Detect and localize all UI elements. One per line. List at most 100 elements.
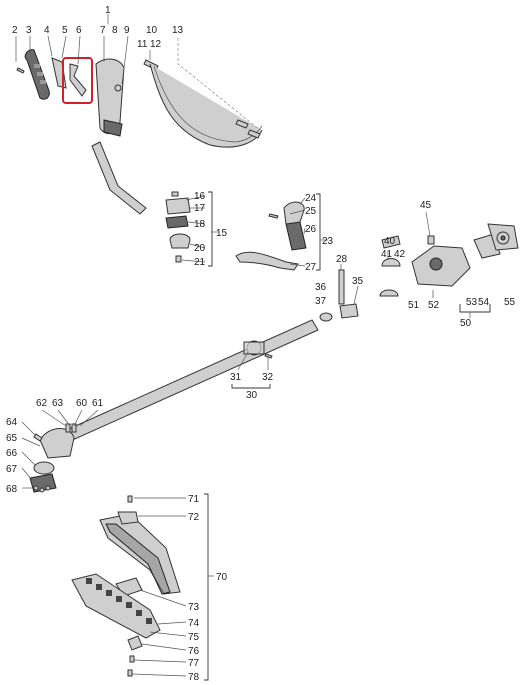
label-51: 51 — [408, 300, 420, 311]
label-53: 53 — [466, 297, 478, 308]
label-41: 41 — [381, 249, 393, 260]
bushing-35[interactable] — [339, 303, 359, 319]
nut-68[interactable] — [39, 487, 45, 493]
clamp-block[interactable] — [165, 215, 189, 229]
label-3: 3 — [26, 25, 32, 36]
label-63: 63 — [52, 398, 64, 409]
label-61: 61 — [92, 398, 104, 409]
part-labels: 1 2 3 4 5 6 7 8 9 10 11 12 13 16 17 18 2… — [6, 5, 516, 683]
grip-ridge — [34, 64, 40, 68]
clamp-ring[interactable] — [169, 233, 191, 249]
label-55: 55 — [504, 297, 516, 308]
label-60: 60 — [76, 398, 88, 409]
label-5: 5 — [62, 25, 68, 36]
label-2: 2 — [12, 25, 18, 36]
label-71: 71 — [188, 494, 200, 505]
screw-60[interactable] — [71, 423, 77, 433]
cable-end[interactable] — [247, 129, 261, 139]
label-72: 72 — [188, 512, 200, 523]
label-7: 7 — [100, 25, 106, 36]
screw-32[interactable] — [264, 353, 273, 359]
engine-group — [379, 223, 519, 297]
nut-68[interactable] — [45, 485, 51, 491]
guard-lip[interactable] — [105, 523, 171, 595]
cable-end[interactable] — [235, 119, 249, 129]
label-1: 1 — [105, 5, 111, 16]
flange-40[interactable] — [381, 235, 401, 249]
label-76: 76 — [188, 646, 200, 657]
handle-bar-tube[interactable] — [91, 141, 147, 215]
label-12: 12 — [150, 39, 162, 50]
label-42: 42 — [394, 249, 406, 260]
label-20: 20 — [194, 243, 206, 254]
guard-group — [71, 495, 181, 677]
screw-16[interactable] — [171, 191, 179, 197]
label-73: 73 — [188, 602, 200, 613]
clip-41[interactable] — [381, 258, 401, 267]
clamp-plate[interactable] — [165, 197, 191, 215]
label-68: 68 — [6, 484, 18, 495]
label-66: 66 — [6, 448, 18, 459]
label-13: 13 — [172, 25, 184, 36]
gear-spacer-66[interactable] — [33, 461, 55, 475]
label-25: 25 — [305, 206, 317, 217]
leader-lines — [15, 14, 491, 681]
screw-45[interactable] — [427, 235, 435, 245]
label-74: 74 — [188, 618, 200, 629]
clamp-76[interactable] — [127, 635, 143, 651]
label-64: 64 — [6, 417, 18, 428]
screw-78[interactable] — [127, 669, 133, 677]
shaft-clamp-body[interactable] — [243, 341, 265, 355]
bushing-37[interactable] — [319, 312, 333, 322]
label-30: 30 — [246, 390, 258, 401]
nut-21[interactable] — [175, 255, 182, 263]
label-23: 23 — [322, 236, 334, 247]
label-17: 17 — [194, 203, 206, 214]
front-handle-loop[interactable] — [235, 251, 299, 271]
handle-clamp[interactable] — [103, 119, 123, 137]
nut-68[interactable] — [33, 485, 39, 491]
screw-77[interactable] — [129, 655, 135, 663]
label-67: 67 — [6, 464, 18, 475]
label-15: 15 — [216, 228, 228, 239]
label-11: 11 — [137, 39, 148, 50]
clip-42[interactable] — [379, 289, 399, 297]
label-37: 37 — [315, 296, 327, 307]
main-shaft-tube[interactable] — [61, 319, 319, 443]
grip-ridge — [37, 72, 43, 76]
label-50: 50 — [460, 318, 472, 329]
label-62: 62 — [36, 398, 48, 409]
label-78: 78 — [188, 672, 200, 683]
label-77: 77 — [188, 658, 200, 669]
label-9: 9 — [124, 25, 130, 36]
gearhead-body[interactable] — [39, 428, 75, 459]
handle-assembly — [16, 49, 263, 215]
guard-extension-74[interactable] — [71, 573, 161, 639]
housing-bolt — [429, 257, 443, 271]
label-65: 65 — [6, 433, 18, 444]
label-28: 28 — [336, 254, 348, 265]
screw-9[interactable] — [114, 84, 122, 92]
gearhead-group — [29, 423, 77, 493]
guard-teeth — [86, 578, 152, 624]
screw-24[interactable] — [268, 213, 279, 219]
throttle-cable[interactable] — [149, 63, 263, 148]
label-10: 10 — [146, 25, 158, 36]
screw-71[interactable] — [127, 495, 133, 503]
label-26: 26 — [305, 224, 317, 235]
label-31: 31 — [230, 372, 242, 383]
throttle-trigger[interactable] — [69, 63, 87, 97]
clamp-group — [165, 191, 191, 263]
highlight-box — [62, 57, 93, 104]
guard-bracket-72[interactable] — [117, 511, 139, 525]
front-handle-grip[interactable] — [285, 221, 307, 251]
screw-62[interactable] — [65, 423, 71, 433]
screw-2[interactable] — [16, 67, 25, 74]
label-16: 16 — [194, 191, 206, 202]
label-54: 54 — [478, 297, 490, 308]
shaft-28[interactable] — [338, 269, 345, 305]
label-36: 36 — [315, 282, 327, 293]
label-70: 70 — [216, 572, 228, 583]
drive-shaft-group — [319, 269, 359, 322]
